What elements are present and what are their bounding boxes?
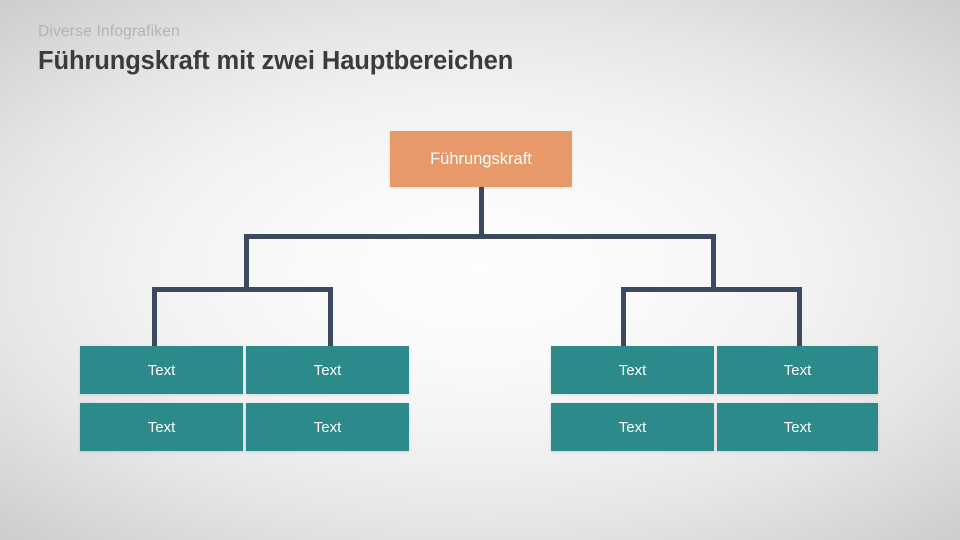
- org-node-root-label: Führungskraft: [430, 149, 532, 168]
- org-node-root[interactable]: Führungskraft: [390, 131, 572, 187]
- org-node-left-group-1-label: Text: [313, 361, 342, 379]
- org-node-right-group-3-label: Text: [783, 418, 812, 436]
- level2-right-branch-b: [797, 287, 802, 347]
- level2-left-branch-a: [152, 287, 157, 347]
- level2-left-branch-b: [328, 287, 333, 347]
- org-node-right-group-1-label: Text: [783, 361, 812, 379]
- org-node-right-group-1[interactable]: Text: [717, 346, 878, 394]
- org-node-left-group-3[interactable]: Text: [246, 403, 409, 451]
- org-node-left-group-0-label: Text: [147, 361, 176, 379]
- slide-header: Diverse Infografiken Führungskraft mit z…: [38, 22, 513, 78]
- org-node-left-group-3-label: Text: [313, 418, 342, 436]
- org-node-left-group-2-label: Text: [147, 418, 176, 436]
- level2-left-horizontal: [152, 287, 333, 292]
- level1-right-vertical: [711, 234, 716, 291]
- org-node-right-group-3[interactable]: Text: [717, 403, 878, 451]
- level1-horizontal: [244, 234, 716, 239]
- org-node-right-group-2[interactable]: Text: [551, 403, 714, 451]
- page-title: Führungskraft mit zwei Hauptbereichen: [38, 47, 514, 75]
- org-node-left-group-2[interactable]: Text: [80, 403, 243, 451]
- trunk-vertical: [479, 187, 484, 239]
- org-node-left-group-1[interactable]: Text: [246, 346, 409, 394]
- level2-right-branch-a: [621, 287, 626, 347]
- org-node-left-group-0[interactable]: Text: [80, 346, 243, 394]
- org-node-right-group-0-label: Text: [618, 361, 647, 379]
- org-node-right-group-2-label: Text: [618, 418, 647, 436]
- level2-right-horizontal: [621, 287, 802, 292]
- eyebrow-text: Diverse Infografiken: [38, 23, 180, 40]
- org-node-right-group-0[interactable]: Text: [551, 346, 714, 394]
- level1-left-vertical: [244, 234, 249, 291]
